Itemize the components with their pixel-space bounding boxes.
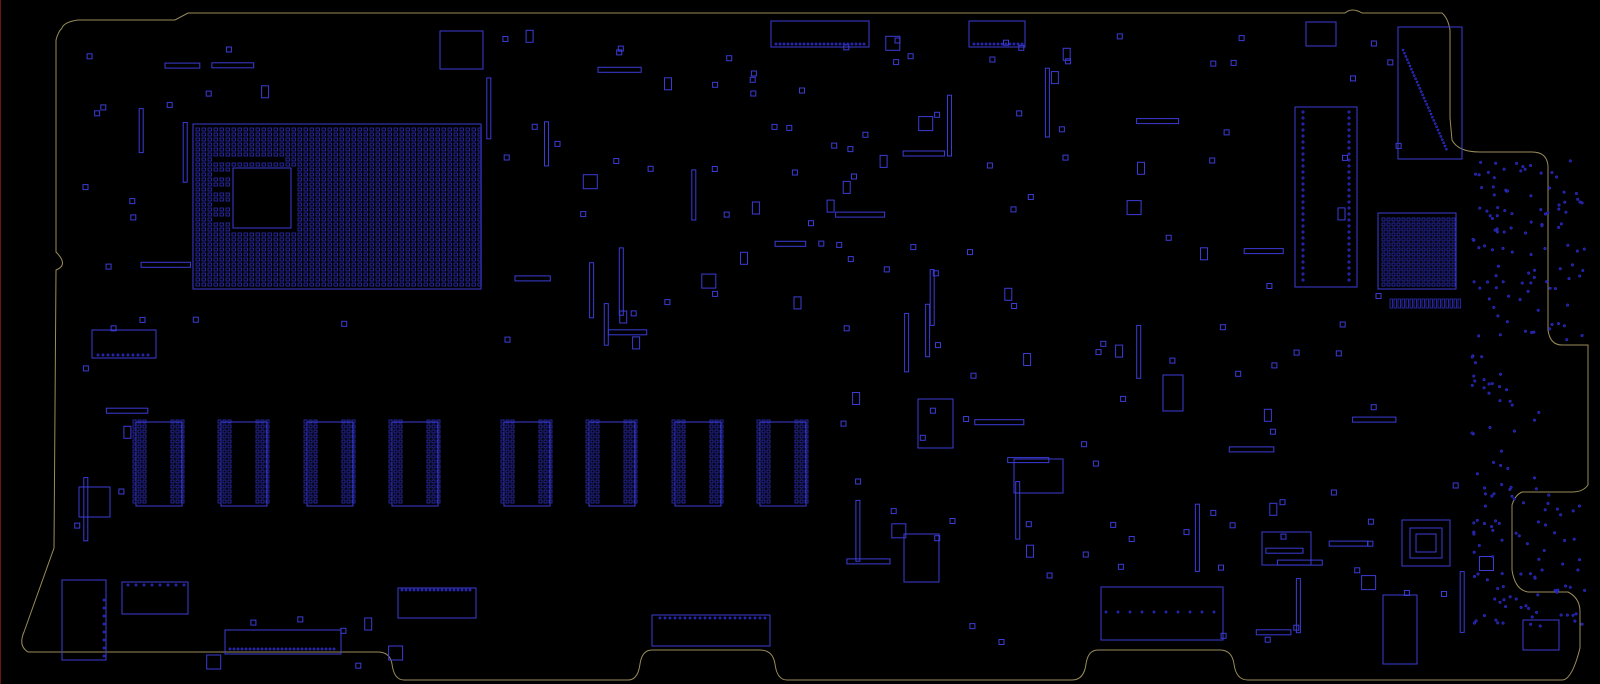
vrm-ic[interactable] [917, 398, 954, 449]
audio-jack[interactable] [1305, 21, 1337, 47]
memory-chip-5[interactable] [503, 421, 551, 507]
crystal [1162, 374, 1184, 412]
memory-chip-4[interactable] [391, 421, 439, 507]
thunderbolt-connector[interactable] [1397, 26, 1463, 160]
memory-chip-row [132, 419, 809, 507]
cpu-bga-balls [195, 127, 482, 287]
memory-chip-7[interactable] [674, 421, 722, 507]
power-ic[interactable] [1013, 458, 1064, 494]
memory-chip-8[interactable] [759, 421, 807, 507]
vrm-ic-2[interactable] [903, 533, 940, 583]
connector-bottom-left[interactable] [224, 629, 342, 655]
pch-package[interactable] [1401, 519, 1451, 567]
usb-connector[interactable] [1382, 594, 1418, 665]
io-connector-bottom[interactable] [1100, 586, 1224, 641]
memory-chip-6[interactable] [588, 421, 636, 507]
memory-chip-1[interactable] [135, 421, 183, 507]
mic-connector[interactable] [78, 486, 111, 518]
power-connector[interactable] [1522, 619, 1560, 651]
memory-chip-3[interactable] [306, 421, 354, 507]
pcb-outline [21, 9, 1589, 681]
connector-small[interactable] [397, 587, 477, 619]
gpu-bga-package[interactable] [1377, 212, 1457, 290]
smd-components [74, 29, 1494, 670]
display-connector[interactable] [770, 20, 870, 48]
fan-connector[interactable] [121, 581, 189, 615]
keyboard-connector[interactable] [91, 329, 157, 359]
memory-chip-2[interactable] [220, 421, 268, 507]
pch-core [1415, 533, 1437, 553]
connector-bottom-center[interactable] [651, 614, 771, 647]
sensor-chip[interactable] [439, 30, 484, 70]
camera-connector[interactable] [968, 20, 1026, 48]
cpu-package[interactable] [192, 123, 482, 290]
storage-controller[interactable] [1294, 106, 1358, 288]
pch-inner-ring [1409, 527, 1443, 559]
test-points [96, 42, 1587, 658]
battery-connector[interactable] [61, 579, 107, 661]
cpu-die-cavity [232, 167, 292, 229]
